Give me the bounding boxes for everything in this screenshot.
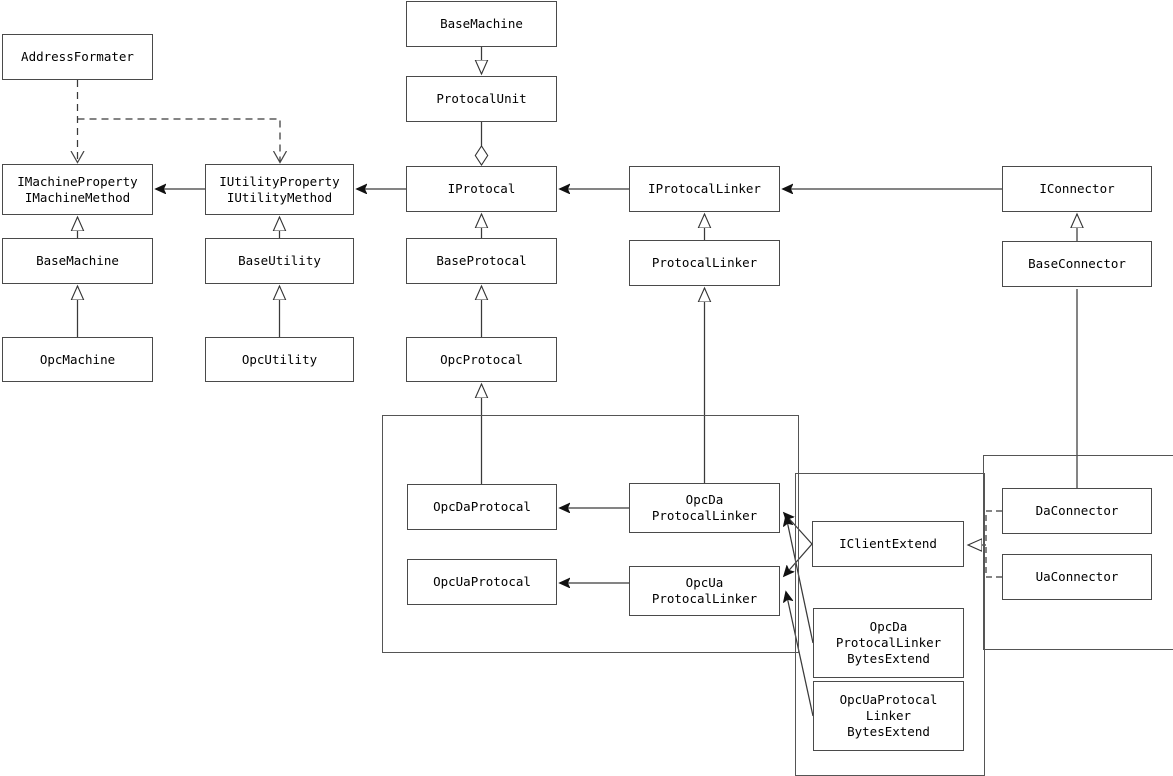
node-baseProtocal[interactable]: BaseProtocal (406, 238, 557, 284)
node-opcUaProtocalLinker[interactable]: OpcUa ProtocalLinker (629, 566, 780, 616)
node-addressFormater[interactable]: AddressFormater (2, 34, 153, 80)
node-iConnector[interactable]: IConnector (1002, 166, 1152, 212)
node-baseConnector[interactable]: BaseConnector (1002, 241, 1152, 287)
node-opcUtility[interactable]: OpcUtility (205, 337, 354, 382)
node-baseMachine[interactable]: BaseMachine (2, 238, 153, 284)
node-opcDaProtocalLinker[interactable]: OpcDa ProtocalLinker (629, 483, 780, 533)
group-opc-protocals (382, 415, 799, 653)
node-opcMachine[interactable]: OpcMachine (2, 337, 153, 382)
node-protocalLinker[interactable]: ProtocalLinker (629, 240, 780, 286)
node-iClientExtend[interactable]: IClientExtend (812, 521, 964, 567)
node-iUtilityProperty[interactable]: IUtilityProperty IUtilityMethod (205, 164, 354, 215)
node-iMachineProperty[interactable]: IMachineProperty IMachineMethod (2, 164, 153, 215)
node-baseUtility[interactable]: BaseUtility (205, 238, 354, 284)
node-iProtocalLinker[interactable]: IProtocalLinker (629, 166, 780, 212)
node-daConnector[interactable]: DaConnector (1002, 488, 1152, 534)
node-protocalUnit[interactable]: ProtocalUnit (406, 76, 557, 122)
node-opcProtocal[interactable]: OpcProtocal (406, 337, 557, 382)
node-baseMachine-top[interactable]: BaseMachine (406, 1, 557, 47)
node-iProtocal[interactable]: IProtocal (406, 166, 557, 212)
node-opcDaProtocal[interactable]: OpcDaProtocal (407, 484, 557, 530)
node-opcUaProtocal[interactable]: OpcUaProtocal (407, 559, 557, 605)
node-opcUaProtocalLinkerBytesExtend[interactable]: OpcUaProtocal Linker BytesExtend (813, 681, 964, 751)
edge-addressFormater-iUtility (77, 118, 281, 162)
node-opcDaProtocalLinkerBytesExtend[interactable]: OpcDa ProtocalLinker BytesExtend (813, 608, 964, 678)
node-uaConnector[interactable]: UaConnector (1002, 554, 1152, 600)
group-connectors (983, 455, 1173, 650)
